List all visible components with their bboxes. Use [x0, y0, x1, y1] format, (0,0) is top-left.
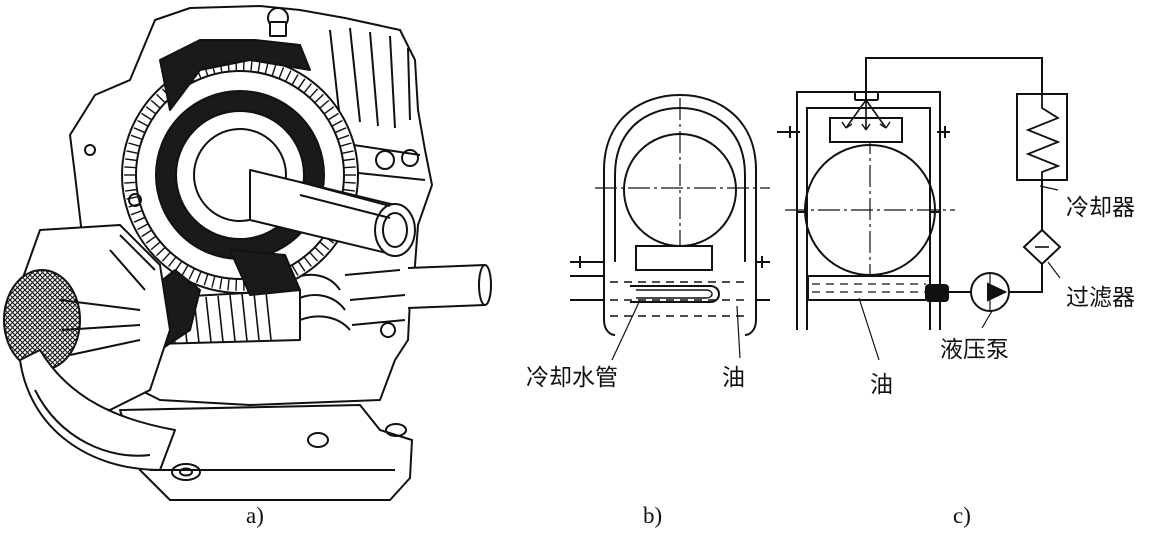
gear-tooth [264, 62, 269, 75]
label-cooling-water-pipe: 冷却水管 [526, 365, 618, 391]
gear-tooth [145, 106, 157, 115]
gear-tooth [211, 275, 216, 288]
gear-tooth [124, 181, 137, 184]
label-filter: 过滤器 [1066, 285, 1135, 311]
gear-tooth [219, 277, 223, 290]
worm-reducer-cutaway [3, 5, 492, 501]
gear-tooth [168, 256, 177, 267]
gear-tooth [137, 223, 149, 231]
gear-tooth [156, 93, 166, 104]
gear-tooth [188, 268, 196, 280]
gear-tooth [303, 256, 312, 267]
forced-lubrication-diagram [777, 57, 1068, 361]
gear-tooth [334, 127, 347, 134]
label-oil-c: 油 [870, 372, 893, 398]
gear-tooth [297, 78, 306, 90]
gear-tooth [156, 246, 166, 257]
gear-tooth [141, 112, 153, 121]
gear-tooth [145, 235, 157, 244]
gear-tooth [303, 83, 312, 94]
gear-tooth [323, 106, 335, 115]
gear-tooth [130, 209, 143, 216]
cooling-coil-diagram [570, 93, 770, 361]
gear-tooth [161, 251, 171, 262]
gear-tooth [203, 273, 209, 286]
gear-tooth [341, 150, 354, 155]
gear-tooth [297, 260, 306, 272]
gear-tooth [284, 70, 292, 82]
gear-tooth [150, 241, 161, 251]
gear-tooth [331, 119, 343, 127]
gear-tooth [309, 88, 319, 99]
gear-tooth [130, 134, 143, 141]
gear-tooth [327, 112, 339, 121]
gear-tooth [126, 150, 139, 155]
label-pump: 液压泵 [940, 337, 1009, 363]
gear-tooth [124, 166, 137, 169]
gear-tooth [319, 99, 330, 109]
gear-tooth [342, 158, 355, 162]
gear-tooth [339, 142, 352, 147]
gear-tooth [343, 166, 356, 169]
gear-tooth [128, 142, 141, 147]
gear-tooth [227, 278, 230, 291]
gear-tooth [125, 158, 138, 162]
gear-tooth [309, 251, 319, 262]
gear-tooth [291, 74, 299, 86]
caption-a: a) [246, 503, 264, 528]
gear-tooth [257, 60, 261, 73]
gear-tooth [314, 246, 324, 257]
gear-tooth [181, 264, 189, 276]
gear-tooth [314, 93, 324, 104]
caption-c: c) [953, 503, 971, 528]
gear-tooth [319, 241, 330, 251]
gear-tooth [137, 119, 149, 127]
gear-tooth [291, 264, 299, 276]
gear-tooth [271, 64, 277, 77]
gear-tooth [141, 229, 153, 238]
gear-tooth [133, 216, 146, 223]
label-oil-b: 油 [722, 365, 745, 391]
gear-tooth [342, 188, 355, 192]
label-cooler: 冷却器 [1066, 195, 1135, 221]
gear-tooth [337, 134, 350, 141]
gear-tooth [278, 67, 285, 79]
gear-tooth [125, 188, 138, 192]
gear-tooth [150, 99, 161, 109]
caption-b: b) [643, 503, 663, 528]
gear-tooth [250, 59, 253, 72]
gear-tooth [133, 127, 146, 134]
gear-tooth [195, 271, 202, 283]
gear-tooth [174, 260, 183, 272]
gear-tooth [343, 181, 356, 184]
